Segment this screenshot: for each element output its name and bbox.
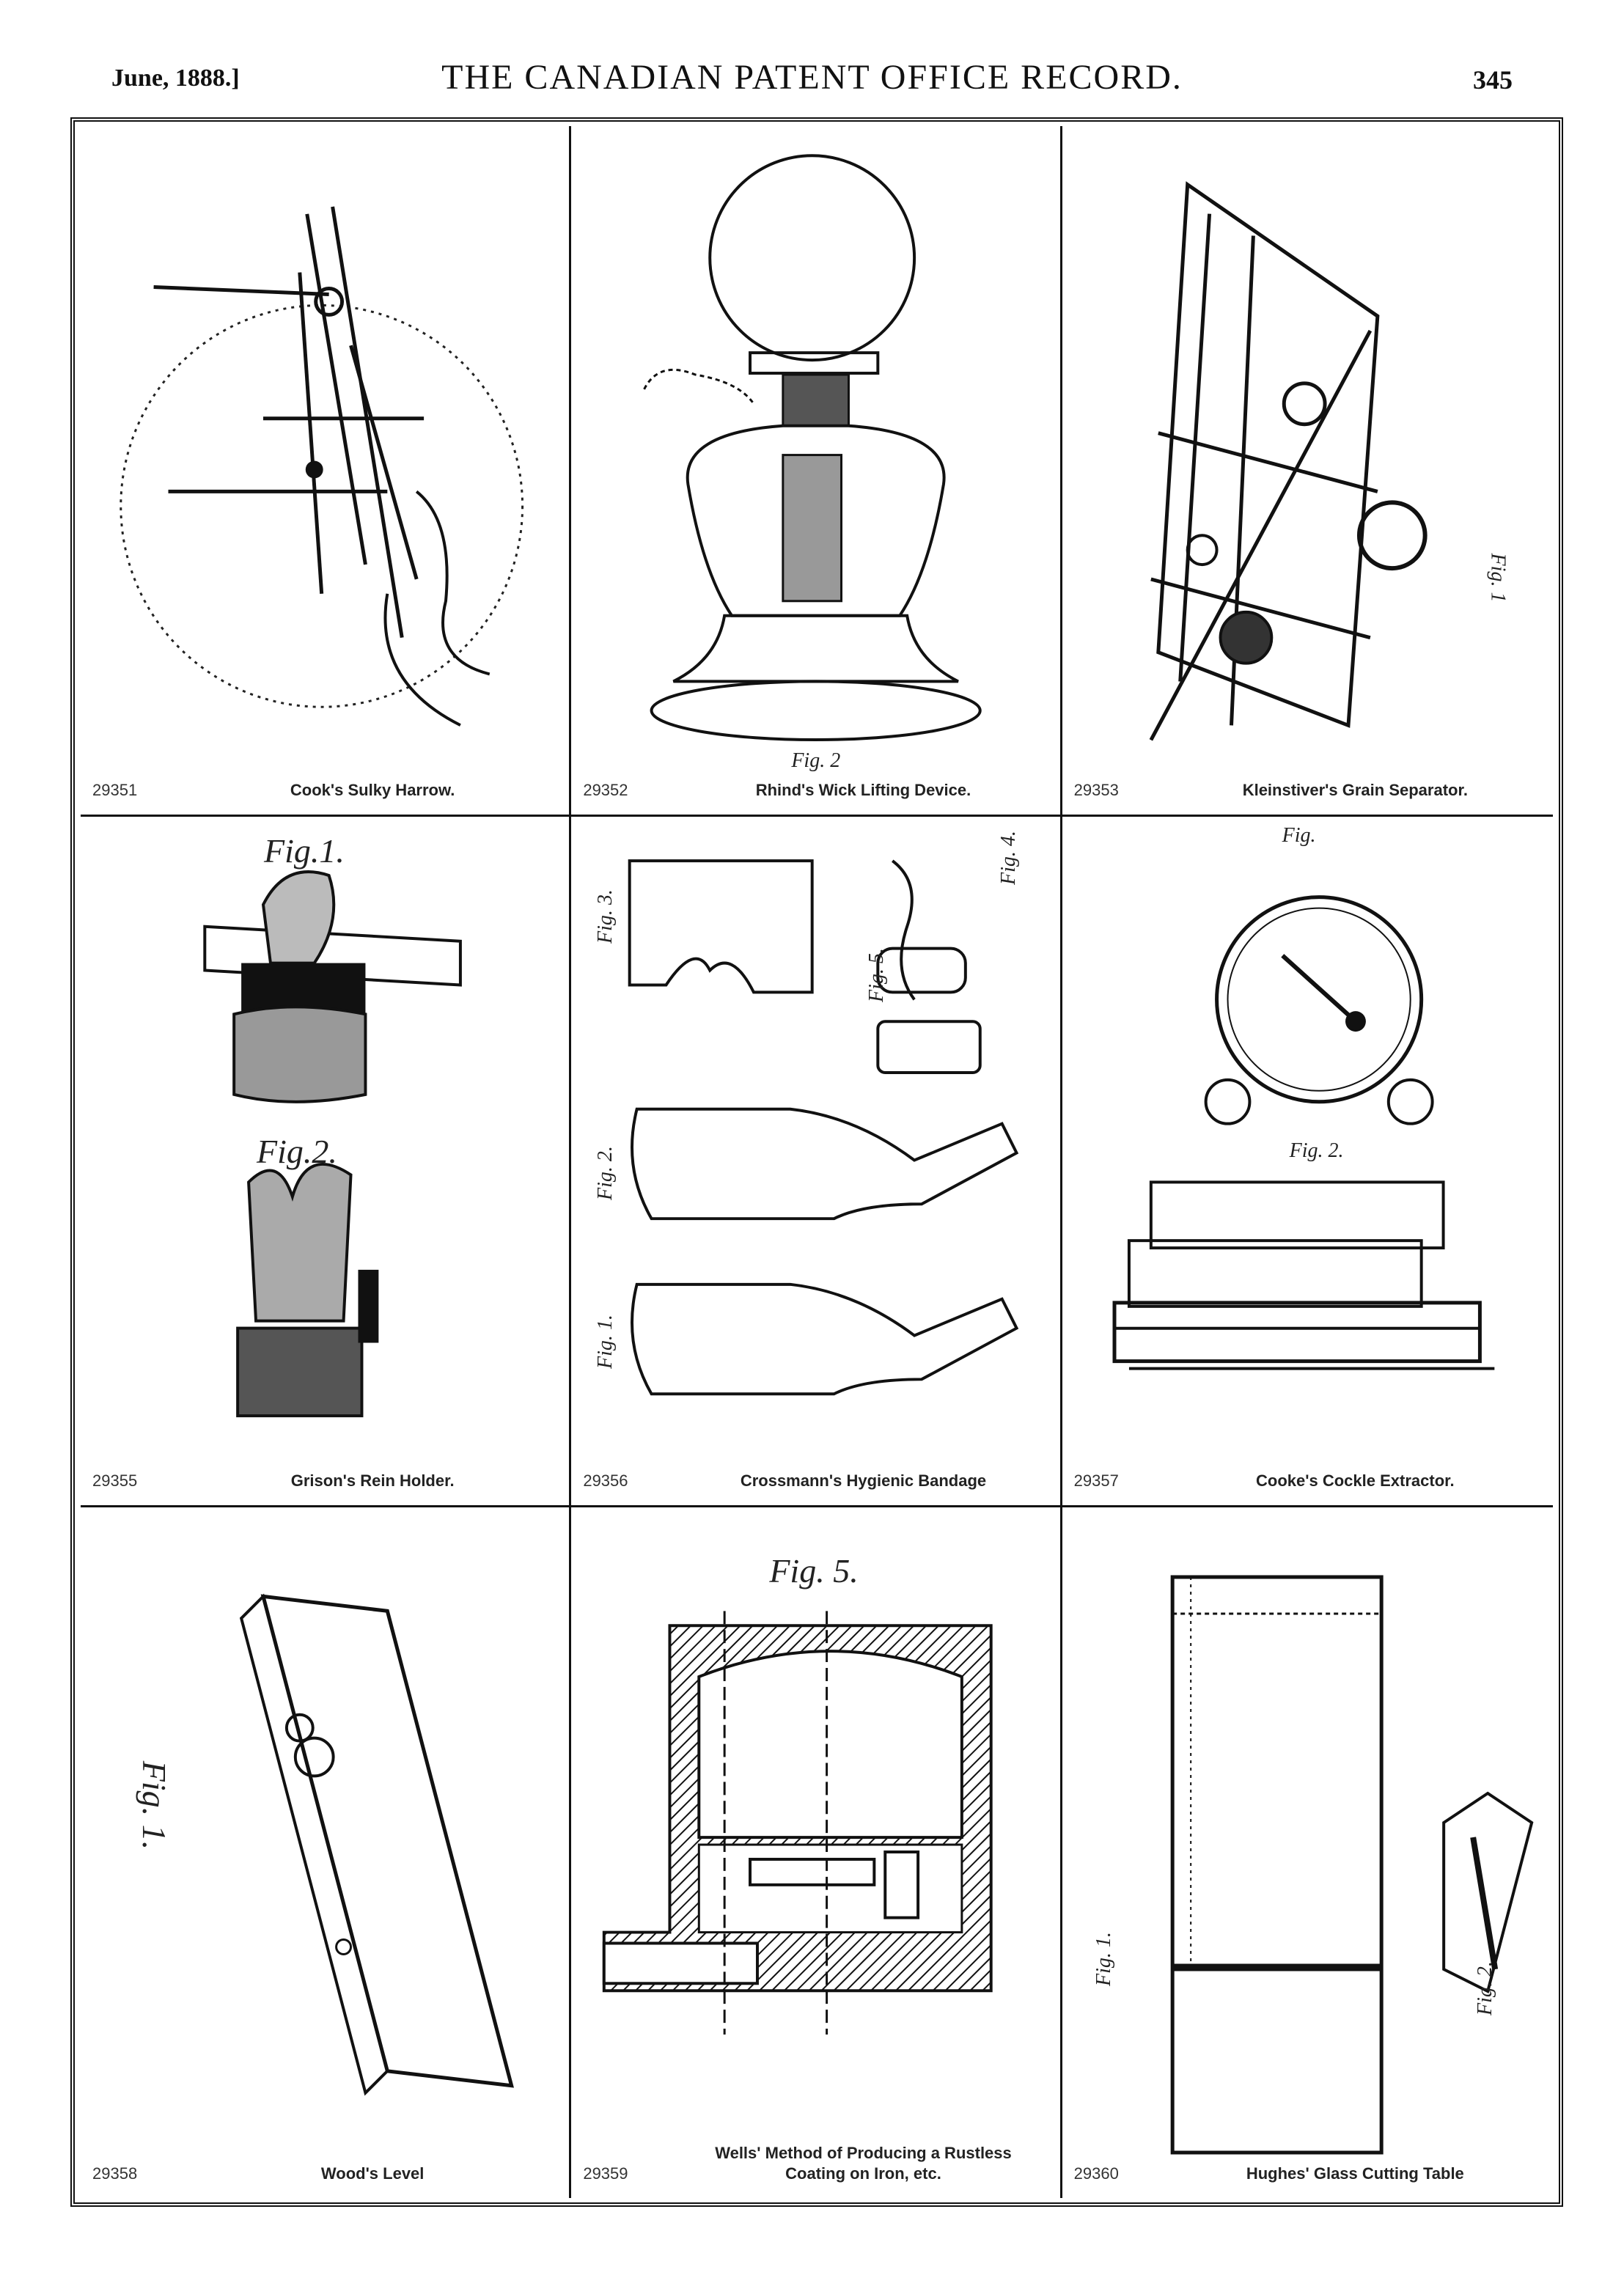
fig-label: Fig. 5. <box>769 1552 859 1589</box>
plate-title: Cook's Sulky Harrow. <box>290 781 455 799</box>
fig-label: Fig. 1. <box>1092 1932 1115 1986</box>
fig-label: Fig. 1. <box>594 1315 617 1369</box>
header-date: June, 1888.] <box>111 65 240 92</box>
plate-caption: 29358 Wood's Level <box>81 2144 569 2188</box>
plate-number: 29360 <box>1073 2164 1119 2183</box>
plate-caption: 29360 Hughes' Glass Cutting Table <box>1062 2144 1553 2188</box>
page-header: June, 1888.] THE CANADIAN PATENT OFFICE … <box>0 51 1624 110</box>
lamp-illustration <box>643 154 982 742</box>
plate-title: Hughes' Glass Cutting Table <box>1246 2164 1464 2183</box>
fig-label: Fig. 2. <box>1473 1961 1496 2015</box>
plate-number: 29353 <box>1073 781 1119 799</box>
fig-label: Fig. <box>1282 824 1316 847</box>
harrow-illustration <box>120 206 524 727</box>
plate-kleinstivers-grain-separator: Fig. 1 29353 Kleinstiver's Grain Separat… <box>1062 126 1553 817</box>
plate-rhinds-wick-lifting-device: Fig. 2 29352 Rhind's Wick Lifting Device… <box>571 126 1062 817</box>
fig-label: Fig. 4. <box>997 831 1021 885</box>
level-illustration <box>239 1593 514 2096</box>
plate-caption: 29359 Wells' Method of Producing a Rustl… <box>571 2144 1059 2188</box>
plate-title-line-1: Wells' Method of Producing a Rustless <box>715 2144 1012 2162</box>
plate-title: Rhind's Wick Lifting Device. <box>755 781 971 799</box>
plate-caption: 29355 Grison's Rein Holder. <box>81 1451 569 1495</box>
plate-woods-level: Fig. 1. 29358 Wood's Level <box>81 1507 572 2198</box>
header-title: THE CANADIAN PATENT OFFICE RECORD. <box>441 58 1183 97</box>
plate-number: 29351 <box>92 781 138 799</box>
plate-grisons-rein-holder: Fig.1. Fig.2. 29355 Grison's Rein Holder… <box>81 817 572 1507</box>
glass-cutting-table-illustration <box>1170 1575 1534 2155</box>
plate-caption: 29356 Crossmann's Hygienic Bandage <box>571 1451 1059 1495</box>
plate-number: 29355 <box>92 1471 138 1490</box>
plate-crossmanns-hygienic-bandage: Fig. 3. Fig. 4. Fig. 5. Fig. 2. Fig. 1. … <box>571 817 1062 1507</box>
plate-caption: 29351 Cook's Sulky Harrow. <box>81 760 569 804</box>
plate-cookes-cockle-extractor: Fig. Fig. 2. 29357 Cooke's Cockle Extrac… <box>1062 817 1553 1507</box>
plates-grid: 29351 Cook's Sulky Harrow. Fig. 2 29352 … <box>81 126 1553 2198</box>
header-page-number: 345 <box>1473 65 1513 95</box>
grain-separator-illustration <box>1149 181 1428 741</box>
plate-title: Crossmann's Hygienic Bandage <box>740 1471 987 1490</box>
plate-number: 29356 <box>583 1471 628 1490</box>
fig-label: Fig. 2. <box>1289 1139 1344 1162</box>
fig-label: Fig. 1. <box>136 1760 174 1850</box>
furnace-section-illustration <box>603 1611 993 2035</box>
plate-number: 29359 <box>583 2164 628 2183</box>
plate-title: Cooke's Cockle Extractor. <box>1256 1471 1455 1490</box>
cockle-extractor-illustration <box>1112 895 1495 1370</box>
fig-label: Fig.1. <box>264 832 345 870</box>
plate-hughes-glass-cutting-table: Fig. 1. Fig. 2. 29360 Hughes' Glass Cutt… <box>1062 1507 1553 2198</box>
fig-label: Fig. 2 <box>791 749 841 772</box>
plate-number: 29352 <box>583 781 628 799</box>
plate-number: 29357 <box>1073 1471 1119 1490</box>
fig-label: Fig. 1 <box>1486 553 1510 603</box>
plate-wells-method: Fig. 5. 29359 Wells' Method of Producing… <box>571 1507 1062 2198</box>
bandage-illustration <box>628 859 1019 1396</box>
plate-title: Wood's Level <box>320 2164 425 2183</box>
fig-label: Fig. 5. <box>865 948 889 1002</box>
plate-title: Kleinstiver's Grain Separator. <box>1242 781 1468 799</box>
plate-number: 29358 <box>92 2164 138 2183</box>
plate-frame <box>70 117 1563 2207</box>
plate-cooks-sulky-harrow: 29351 Cook's Sulky Harrow. <box>81 126 572 817</box>
plate-title: Grison's Rein Holder. <box>290 1471 455 1490</box>
fig-label: Fig. 3. <box>594 889 617 944</box>
fig-label: Fig. 2. <box>594 1146 617 1200</box>
plate-caption: 29353 Kleinstiver's Grain Separator. <box>1062 760 1553 804</box>
plate-caption: 29352 Rhind's Wick Lifting Device. <box>571 760 1059 804</box>
plate-caption: 29357 Cooke's Cockle Extractor. <box>1062 1451 1553 1495</box>
rein-holder-illustration <box>203 870 462 1418</box>
fig-label: Fig.2. <box>257 1133 337 1170</box>
plate-title-line-2: Coating on Iron, etc. <box>785 2164 941 2183</box>
